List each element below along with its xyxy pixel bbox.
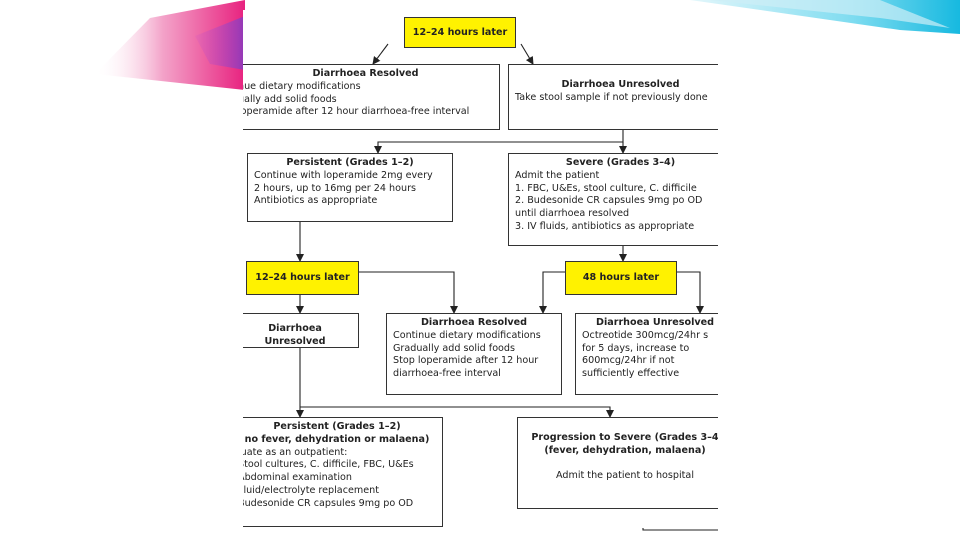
timer-48-hours: 48 hours later xyxy=(565,261,677,295)
box-line: Gradually add solid foods xyxy=(393,342,516,354)
box-line: 2 hours, up to 16mg per 24 hours xyxy=(254,182,417,194)
persistent-outpatient-box: Persistent (Grades 1–2) no fever, dehydr… xyxy=(243,417,443,527)
timer-12-24-hours-top: 12–24 hours later xyxy=(404,17,516,48)
timer-12-24-hours: 12–24 hours later xyxy=(246,261,359,295)
flowchart: 12–24 hours later Diarrhoea Resolved nue… xyxy=(243,10,718,532)
diarrhoea-unresolved-box-3: Diarrhoea Unresolved Octreotide 300mcg/2… xyxy=(575,313,718,395)
connector-arrows xyxy=(296,43,718,531)
box-line: luate as an outpatient: xyxy=(243,446,348,458)
box-line: Continue with loperamide 2mg every xyxy=(254,169,433,181)
box-line: Abdominal examination xyxy=(243,472,352,484)
pink-ribbon xyxy=(95,0,245,90)
box-line: Budesonide CR capsules 9mg po OD xyxy=(243,497,414,509)
box-title: Progression to Severe (Grades 3–4 xyxy=(531,432,718,443)
diarrhoea-unresolved-box: Diarrhoea Unresolved Take stool sample i… xyxy=(508,64,718,130)
box-line: Stop loperamide after 12 hour xyxy=(393,355,539,367)
box-title: Diarrhoea Resolved xyxy=(312,68,419,79)
progression-to-severe-box: Progression to Severe (Grades 3–4 (fever… xyxy=(517,417,718,509)
box-subtitle: no fever, dehydration or malaena) xyxy=(244,433,430,445)
box-title: Severe (Grades 3–4) xyxy=(565,157,676,168)
box-line: diarrhoea-free interval xyxy=(393,368,501,380)
box-line: Octreotide 300mcg/24hr s xyxy=(582,329,709,341)
box-line: Take stool sample if not previously done xyxy=(515,91,708,103)
box-line: Continue dietary modifications xyxy=(393,329,541,341)
box-line: Fluid/electrolyte replacement xyxy=(243,484,379,496)
diarrhoea-resolved-box-2: Diarrhoea Resolved Continue dietary modi… xyxy=(386,313,562,395)
box-line: loperamide after 12 hour diarrhoea-free … xyxy=(243,106,470,118)
box-line: Admit the patient xyxy=(515,169,600,181)
box-line: Antibiotics as appropriate xyxy=(254,195,378,207)
purple-ribbon xyxy=(195,16,245,70)
box-title: Diarrhoea Unresolved xyxy=(595,317,714,328)
cyan-ribbon-light xyxy=(710,0,950,28)
box-line: ually add solid foods xyxy=(243,93,337,105)
box-line: sufficiently effective xyxy=(582,368,680,380)
box-action: Admit the patient to hospital xyxy=(556,469,694,481)
box-title: Diarrhoea Unresolved xyxy=(561,79,680,90)
box-line: until diarrhoea resolved xyxy=(515,208,630,220)
box-line: nue dietary modifications xyxy=(243,80,361,92)
box-subtitle: (fever, dehydration, malaena) xyxy=(544,444,706,456)
box-title: Diarrhoea Resolved xyxy=(420,317,528,328)
box-line: 3. IV fluids, antibiotics as appropriate xyxy=(515,220,695,232)
persistent-grades-1-2-box: Persistent (Grades 1–2) Continue with lo… xyxy=(247,153,453,222)
box-title: Persistent (Grades 1–2) xyxy=(286,157,414,168)
box-title: Diarrhoea Unresolved xyxy=(264,323,326,347)
box-line: for 5 days, increase to xyxy=(582,342,690,354)
box-line: Stool cultures, C. difficile, FBC, U&Es xyxy=(243,459,414,471)
diarrhoea-resolved-box: Diarrhoea Resolved nue dietary modificat… xyxy=(243,64,500,130)
box-line: 600mcg/24hr if not xyxy=(582,355,675,367)
box-line: 1. FBC, U&Es, stool culture, C. difficil… xyxy=(515,182,697,194)
box-title: Persistent (Grades 1–2) xyxy=(273,421,401,432)
severe-grades-3-4-box: Severe (Grades 3–4) Admit the patient 1.… xyxy=(508,153,718,246)
diarrhoea-unresolved-box-2: Diarrhoea Unresolved xyxy=(243,313,359,348)
box-line: 2. Budesonide CR capsules 9mg po OD xyxy=(515,195,703,207)
